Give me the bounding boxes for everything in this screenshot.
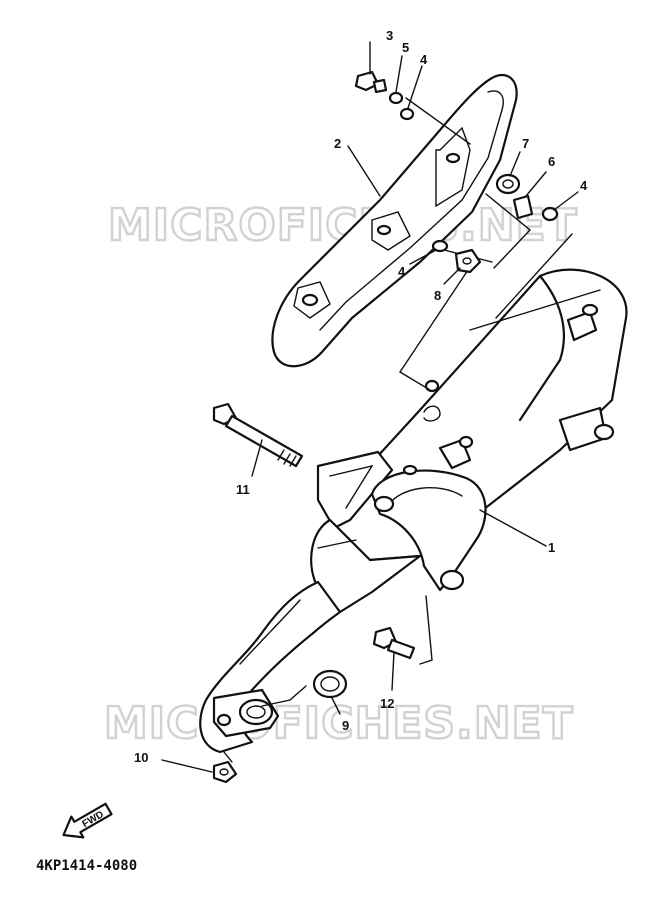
nut-part-8 xyxy=(454,248,482,274)
callout-label-6: 6 xyxy=(548,154,555,169)
watermark-top: MICROFICHES.NET xyxy=(108,200,578,251)
callout-12: 12 xyxy=(380,651,395,711)
callout-4-top: 4 xyxy=(407,52,428,109)
washer-part-4-top xyxy=(399,107,415,121)
callout-label-9: 9 xyxy=(342,718,349,733)
callout-1: 1 xyxy=(479,509,555,555)
washer-part-5 xyxy=(388,91,404,105)
forward-arrow-label: FWD xyxy=(81,809,106,830)
grommet-part-7 xyxy=(495,173,521,195)
callout-label-7: 7 xyxy=(522,136,529,151)
forward-arrow-icon: FWD xyxy=(62,802,113,839)
callout-2: 2 xyxy=(334,136,381,197)
callout-label-2: 2 xyxy=(334,136,341,151)
gasket-part-9 xyxy=(312,669,348,699)
washer-part-4-right xyxy=(541,206,559,222)
callout-4-right: 4 xyxy=(553,178,588,211)
muffler-part-1 xyxy=(199,268,628,754)
bolt-part-3 xyxy=(354,70,388,94)
bolt-part-12 xyxy=(372,626,416,660)
callout-6: 6 xyxy=(525,154,555,197)
callout-label-10: 10 xyxy=(134,750,148,765)
callout-label-4-right: 4 xyxy=(580,178,588,193)
heat-protector-part-2 xyxy=(271,73,518,368)
nut-part-10 xyxy=(212,760,238,784)
callout-3: 3 xyxy=(369,28,393,75)
callout-10: 10 xyxy=(134,750,213,773)
callout-label-3: 3 xyxy=(386,28,393,43)
callout-label-4-top: 4 xyxy=(420,52,428,67)
callout-label-4-lower: 4 xyxy=(398,264,406,279)
watermark-bottom: MICROFICHES.NET xyxy=(104,698,574,749)
callout-label-1: 1 xyxy=(548,540,555,555)
assembly-guide-lines xyxy=(223,97,573,763)
callout-label-5: 5 xyxy=(402,40,409,55)
bolt-part-11 xyxy=(212,402,304,468)
callout-label-11: 11 xyxy=(236,482,250,497)
callout-4-lower: 4 xyxy=(398,249,437,279)
callout-11: 11 xyxy=(236,439,263,497)
collar-part-6 xyxy=(512,194,534,220)
callout-8: 8 xyxy=(434,267,461,303)
drawing-code: 4KP1414-4080 xyxy=(36,858,137,874)
callout-9: 9 xyxy=(331,697,349,733)
callout-label-12: 12 xyxy=(380,696,394,711)
callout-5: 5 xyxy=(395,40,409,93)
callout-7: 7 xyxy=(509,136,529,177)
callout-label-8: 8 xyxy=(434,288,441,303)
washer-part-4-lower xyxy=(431,239,449,253)
